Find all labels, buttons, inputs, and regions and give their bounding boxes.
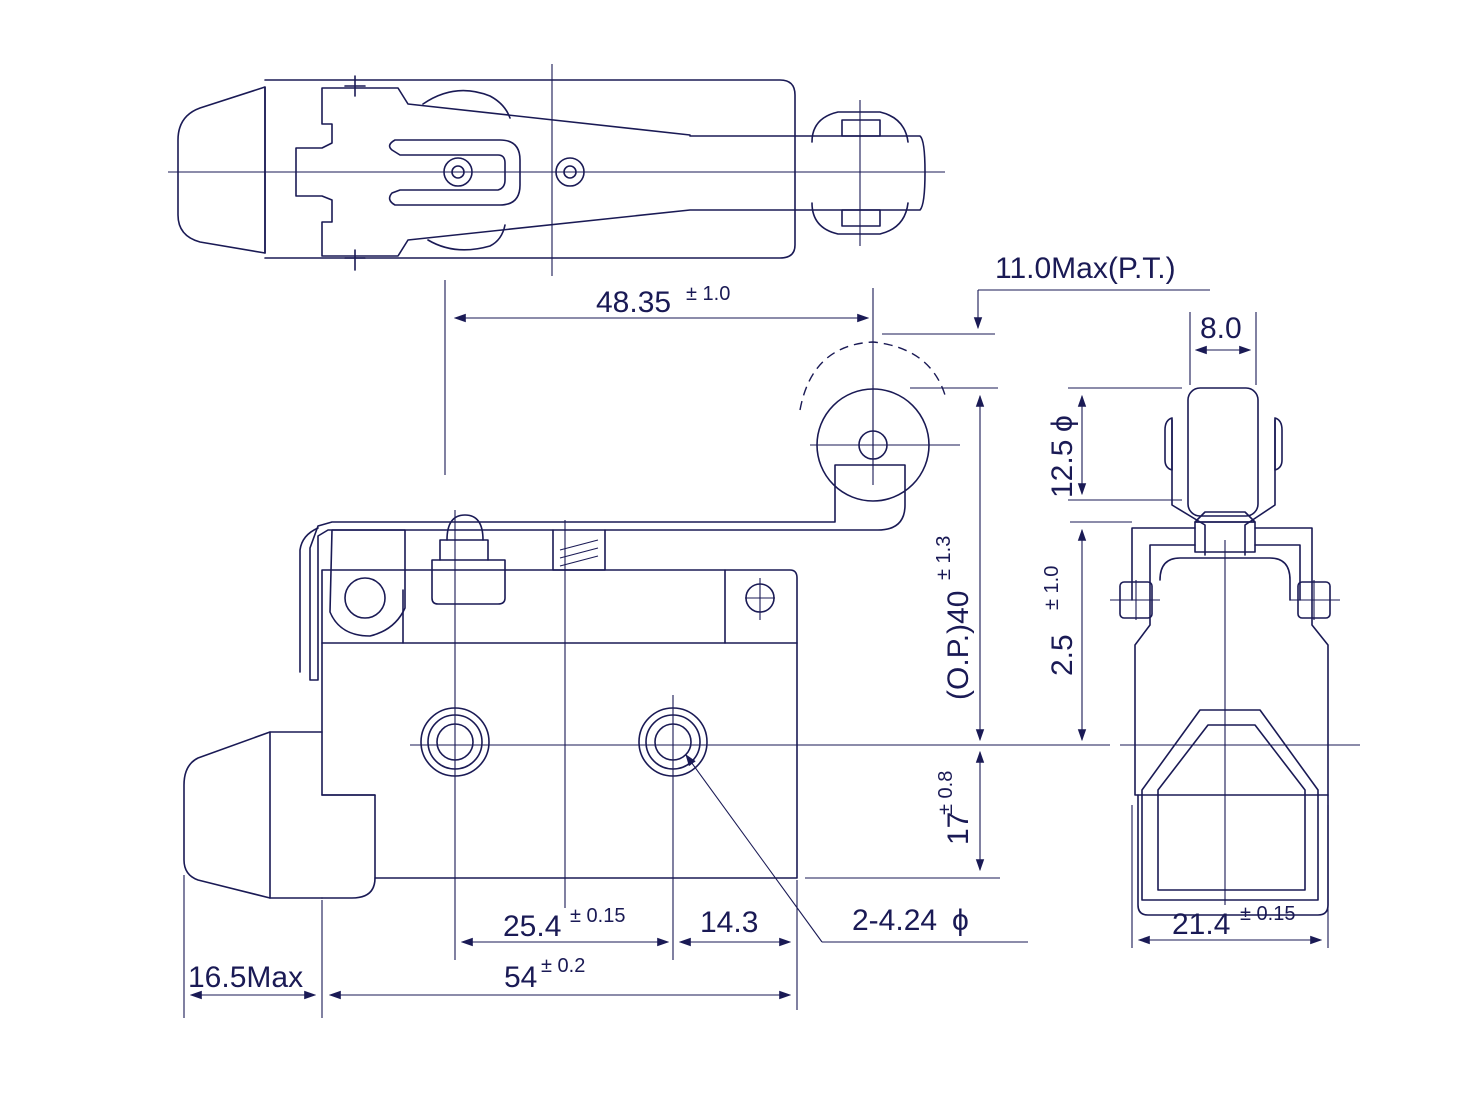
dim-hole-leader [685, 754, 823, 943]
front-lever-arm [309, 464, 906, 681]
front-cap-outline [183, 731, 323, 899]
top-cap-outline [177, 86, 266, 254]
dim-hole-symbol: ϕ [952, 904, 969, 937]
top-lever-slot [388, 139, 521, 206]
dim-17-value: 17 [942, 812, 975, 845]
top-view [168, 64, 945, 475]
dim-21-4-value: 21.4 [1172, 908, 1230, 941]
dim-op40-tol: ± 1.3 [933, 536, 955, 580]
front-pivot-bracket [329, 529, 406, 637]
dim-17-tol: ± 0.8 [935, 771, 957, 815]
front-housing-outline [321, 569, 798, 879]
dim-54-value: 54 [504, 961, 537, 994]
top-lever-bracket [295, 87, 926, 257]
side-lower-body [1137, 794, 1329, 916]
front-plunger [431, 559, 506, 605]
side-cap-inner [1157, 724, 1306, 891]
dim-11-0-value: 11.0Max(P.T.) [995, 252, 1176, 285]
front-roller-travel [799, 341, 946, 411]
top-roller-lower [811, 202, 909, 235]
side-roller [1187, 387, 1259, 517]
front-pivot-screw [344, 577, 386, 619]
dim-48-35-value: 48.35 [596, 286, 671, 319]
side-fork-right [1244, 419, 1276, 556]
side-bracket [1131, 527, 1313, 601]
top-housing-outline [264, 79, 796, 259]
dim-12-5-value: 12.5 [1046, 440, 1079, 498]
dim-8-0-value: 8.0 [1200, 312, 1242, 345]
dim-12-5-symbol: ϕ [1046, 415, 1079, 432]
dimensions: 48.35 ± 1.0 11.0Max(P.T.) 8.0 12.5 ϕ (O.… [183, 252, 1329, 1018]
dim-hole-value: 2-4.24 [852, 904, 937, 937]
dim-21-4-tol: ± 0.15 [1240, 903, 1295, 925]
front-view [183, 341, 1110, 960]
side-view [1110, 387, 1360, 916]
side-cap-outer [1141, 709, 1319, 901]
dim-16-5-value: 16.5Max [188, 961, 303, 994]
dim-25-4-value: 25.4 [503, 910, 561, 943]
top-roller-upper [811, 111, 909, 143]
dim-2-5-tol: ± 1.0 [1041, 566, 1063, 610]
dim-25-4-tol: ± 0.15 [570, 905, 625, 927]
dim-op40-value: (O.P.)40 [942, 591, 975, 701]
dim-14-3-value: 14.3 [700, 906, 758, 939]
side-body-outline [1134, 599, 1329, 796]
dim-54-tol: ± 0.2 [541, 955, 585, 977]
dim-48-35-tol: ± 1.0 [686, 283, 730, 305]
dim-2-5-value: 2.5 [1046, 634, 1079, 676]
